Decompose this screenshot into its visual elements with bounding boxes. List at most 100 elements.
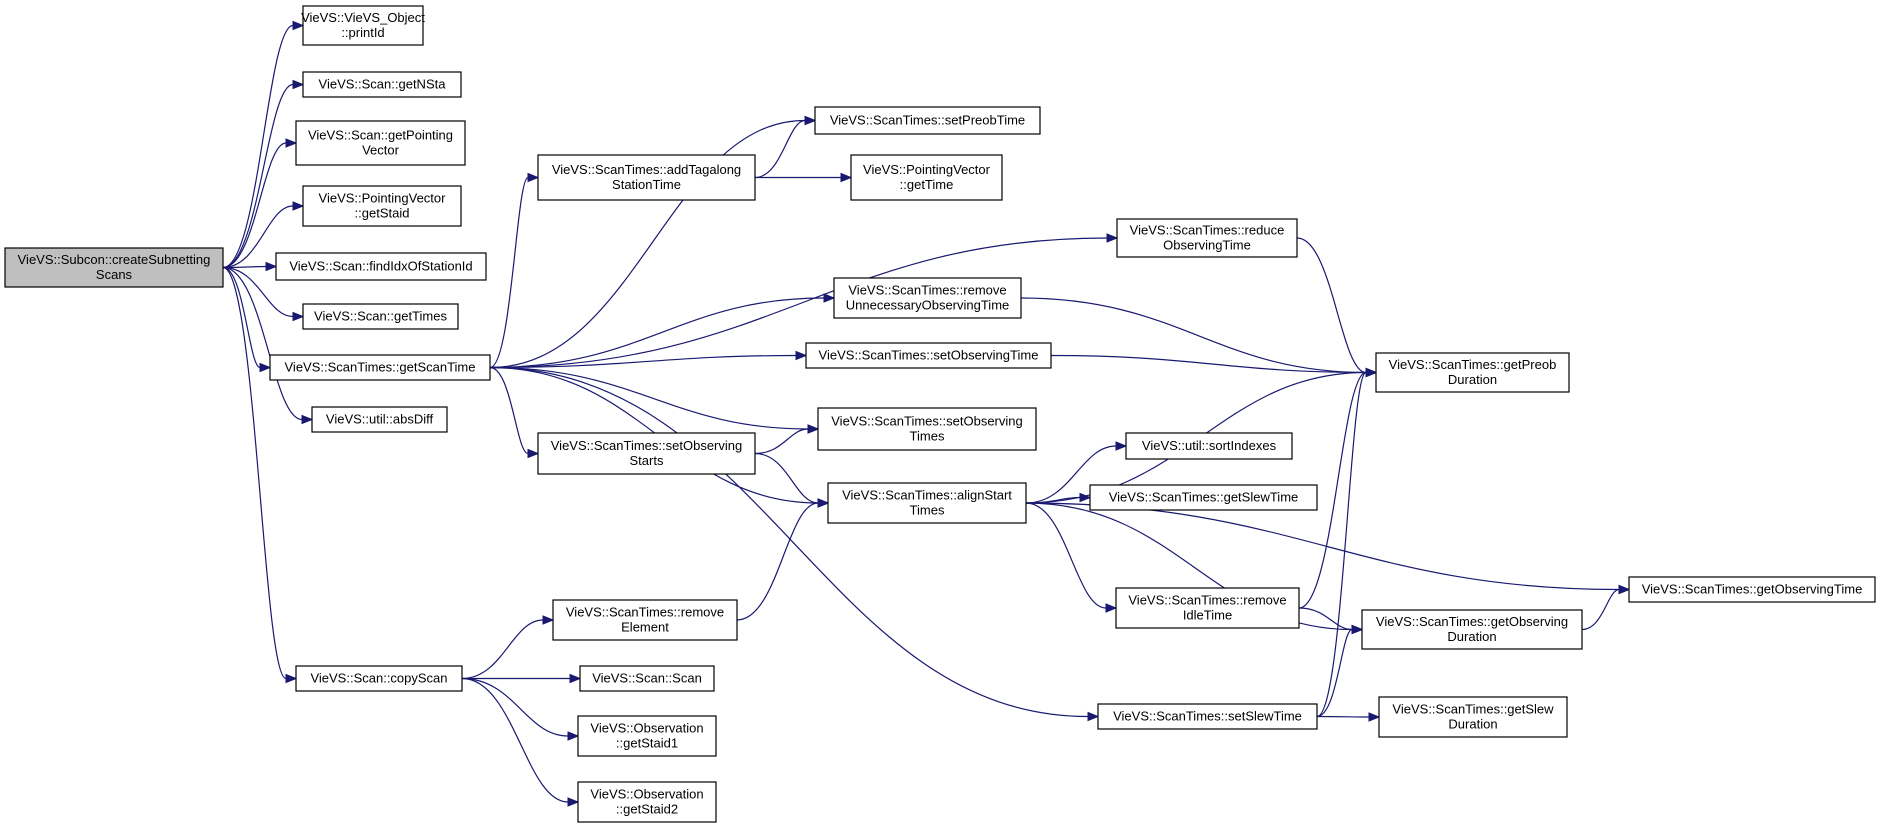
node-box [1089, 484, 1318, 511]
node-getstaid1[interactable]: VieVS::Observation::getStaid1 [577, 715, 717, 757]
edge-line [461, 677, 569, 803]
edge-line [754, 452, 819, 504]
node-findidx[interactable]: VieVS::Scan::findIdxOfStationId [275, 252, 487, 281]
node-setobservingtime[interactable]: VieVS::ScanTimes::setObservingTime [805, 342, 1052, 369]
node-label-line: VieVS::Scan::findIdxOfStationId [289, 259, 472, 274]
node-label-line: VieVS::Scan::copyScan [310, 671, 447, 686]
edge-root-to-gettimes [222, 266, 305, 322]
node-box [4, 247, 224, 288]
node-scanctor[interactable]: VieVS::Scan::Scan [579, 665, 715, 692]
node-getobservingtime[interactable]: VieVS::ScanTimes::getObservingTime [1628, 576, 1876, 603]
node-gettimes[interactable]: VieVS::Scan::getTimes [302, 303, 459, 330]
edge-line [1298, 607, 1353, 631]
edge-addtagalong-to-pv-gettime [755, 172, 853, 183]
node-printid[interactable]: VieVS::VieVS_Object::printId [301, 5, 425, 46]
arrowhead-icon [1105, 603, 1118, 613]
edge-line [1298, 371, 1367, 609]
node-box [579, 665, 715, 692]
node-getscantime[interactable]: VieVS::ScanTimes::getScanTime [269, 354, 491, 381]
node-box [552, 599, 738, 641]
arrowhead-icon [292, 79, 305, 90]
arrowhead-icon [542, 615, 555, 625]
node-absdiff[interactable]: VieVS::util::absDiff [311, 406, 448, 433]
arrowhead-icon [285, 673, 298, 684]
node-box [537, 432, 756, 475]
arrowhead-icon [285, 138, 298, 148]
node-label-line: VieVS::ScanTimes::remove [566, 605, 724, 620]
node-label-line: VieVS::ScanTimes::setPreobTime [830, 113, 1025, 128]
edge-line [489, 354, 797, 369]
edge-line [1025, 502, 1107, 609]
edge-line [489, 176, 529, 369]
edge-copyscan-to-removeelement [461, 615, 555, 680]
arrowhead-icon [1618, 584, 1631, 595]
node-label-line: ::getTime [900, 177, 954, 192]
edge-root-to-copyscan [222, 266, 298, 684]
edge-setslewtime-to-getobsduration [1316, 624, 1364, 718]
arrowhead-icon [817, 498, 830, 508]
node-getnsta[interactable]: VieVS::Scan::getNSta [302, 71, 462, 98]
edge-line [736, 502, 819, 621]
node-box [302, 185, 462, 227]
edge-addtagalong-to-setpreobtime [754, 115, 817, 179]
arrowhead-icon [569, 673, 582, 684]
node-setpreobtime[interactable]: VieVS::ScanTimes::setPreobTime [814, 106, 1041, 135]
edge-getscantime-to-setobsstarts [489, 366, 540, 459]
edge-root-to-getscantime [222, 266, 272, 373]
node-label-line: ::getStaid [355, 206, 410, 221]
edge-line [489, 237, 1108, 369]
node-copyscan[interactable]: VieVS::Scan::copyScan [295, 665, 463, 692]
edge-line [1020, 297, 1367, 374]
node-label-line: VieVS::ScanTimes::setObservingTime [819, 348, 1039, 363]
node-box [1361, 609, 1583, 650]
node-setslewtime[interactable]: VieVS::ScanTimes::setSlewTime [1097, 703, 1318, 730]
node-label-line: Times [910, 429, 945, 444]
node-sortindexes[interactable]: VieVS::util::sortIndexes [1125, 432, 1293, 460]
node-getstaid2[interactable]: VieVS::Observation::getStaid2 [577, 781, 717, 823]
edge-copyscan-to-getstaid2 [461, 677, 580, 807]
node-label-line: VieVS::ScanTimes::getObserving [1376, 614, 1568, 629]
node-pv-getstaid[interactable]: VieVS::PointingVector::getStaid [302, 185, 462, 227]
node-removeunnecessary[interactable]: VieVS::ScanTimes::removeUnnecessaryObser… [833, 277, 1022, 319]
edge-line [1296, 237, 1367, 374]
edge-line [1581, 588, 1620, 631]
node-label-line: VieVS::ScanTimes::getObservingTime [1642, 582, 1863, 597]
edge-alignstart-to-removeidle [1025, 502, 1118, 613]
arrowhead-icon [1365, 367, 1378, 378]
node-pv-gettime[interactable]: VieVS::PointingVector::getTime [850, 154, 1003, 201]
node-label-line: ObservingTime [1163, 238, 1251, 253]
edge-line [1025, 502, 1353, 631]
arrowhead-icon [292, 311, 305, 322]
edge-line [1316, 371, 1367, 718]
node-getslewtime[interactable]: VieVS::ScanTimes::getSlewTime [1089, 484, 1318, 511]
node-box [833, 277, 1022, 319]
node-box [814, 106, 1041, 135]
node-box [850, 154, 1003, 201]
arrowhead-icon [292, 20, 305, 31]
edge-line [489, 366, 809, 430]
node-box [302, 71, 462, 98]
arrowhead-icon [1115, 441, 1128, 451]
node-box [1116, 218, 1298, 258]
arrowhead-icon [265, 261, 278, 272]
arrowhead-icon [1106, 233, 1119, 243]
edge-line [222, 24, 294, 269]
node-box [302, 5, 424, 46]
arrowhead-icon [1368, 712, 1381, 722]
edge-getscantime-to-setpreobtime [489, 115, 817, 369]
node-label-line: VieVS::Observation [590, 787, 703, 802]
edge-line [754, 428, 809, 455]
